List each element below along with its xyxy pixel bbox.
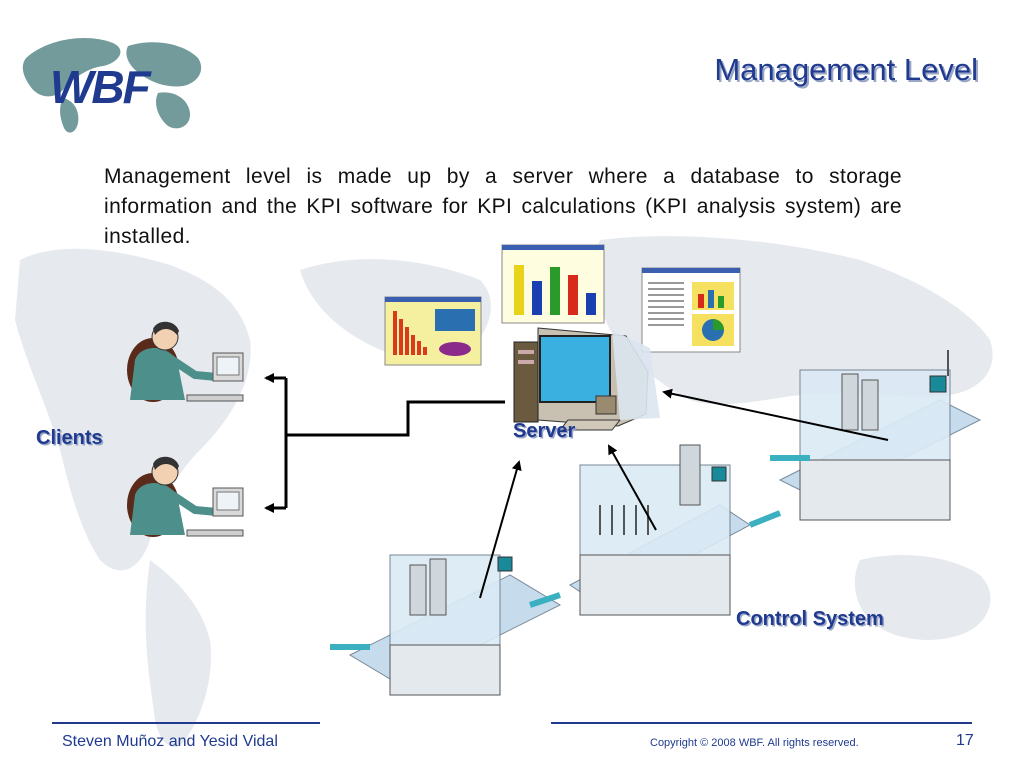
- kpi-report-thumbnail: [501, 244, 605, 324]
- clients-label: Clients: [36, 427, 103, 449]
- footer-copyright: Copyright © 2008 WBF. All rights reserve…: [650, 737, 859, 749]
- kpi-report-thumbnail: [384, 296, 482, 366]
- footer-divider-right: [551, 722, 972, 724]
- filling-machine-icon: [569, 444, 782, 616]
- footer-authors: Steven Muñoz and Yesid Vidal: [62, 733, 278, 750]
- machine-server-arrows: [479, 388, 889, 599]
- client-workstation-icon: [127, 321, 244, 402]
- server-label: Server: [513, 420, 576, 442]
- control-system-label: Control System: [736, 608, 884, 630]
- svg-text:WBF: WBF: [50, 61, 153, 113]
- filling-machine-icon: [770, 350, 982, 521]
- client-workstation-icon: [127, 456, 244, 537]
- client-server-connector: [264, 373, 505, 513]
- wbf-logo: WBF: [22, 38, 202, 133]
- slide-body-text: Management level is made up by a server …: [104, 165, 902, 248]
- page-number: 17: [956, 732, 974, 749]
- filling-machine-icon: [330, 554, 562, 696]
- footer-divider-left: [52, 722, 320, 724]
- slide-title: Management Level: [714, 52, 978, 87]
- kpi-report-thumbnail: [641, 267, 741, 353]
